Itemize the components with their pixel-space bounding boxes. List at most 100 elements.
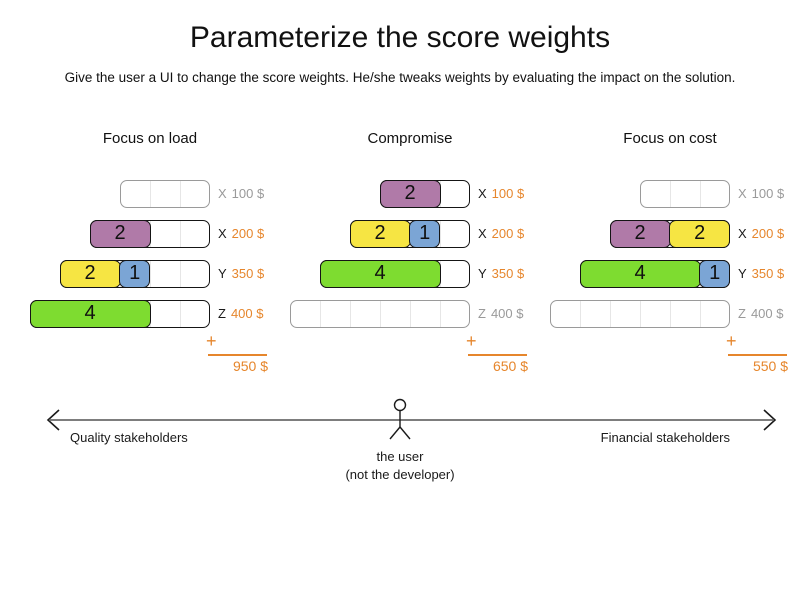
weight-track [290, 300, 470, 328]
constraint-letter: Y [478, 266, 487, 281]
constraint-price: 100 $ [491, 186, 525, 201]
weight-block: 4 [579, 259, 701, 288]
total-cost: 950 $ [232, 358, 268, 374]
weight-row: 4 Z 400 $ [29, 299, 300, 328]
weight-block: 2 [379, 179, 441, 208]
plus-sign: + [206, 331, 217, 351]
block-value: 1 [129, 262, 141, 285]
total-cost: 550 $ [752, 358, 788, 374]
right-arrowhead-icon [763, 409, 777, 431]
weight-block: 1 [699, 259, 731, 288]
weight-track: 2 1 [59, 259, 210, 288]
block-value: 4 [374, 262, 386, 285]
weight-block: 1 [409, 219, 441, 248]
block-value: 4 [84, 302, 96, 325]
row-label: Y 350 $ [478, 266, 524, 281]
constraint-letter: Y [218, 266, 227, 281]
weight-track [640, 180, 730, 208]
user-actor-subcaption: (not the developer) [345, 467, 455, 482]
sum-line [468, 354, 527, 356]
weight-track: 2 [89, 219, 210, 248]
row-label: X 200 $ [478, 226, 524, 241]
weight-row: 4 Y 350 $ [290, 259, 560, 288]
weight-track [120, 180, 210, 208]
constraint-price: 400 $ [490, 306, 524, 321]
panel-title: Focus on load [102, 130, 198, 147]
financial-stakeholders-label: Financial stakeholders [600, 430, 730, 445]
weight-row: Z 400 $ [550, 300, 800, 328]
constraint-letter: X [218, 226, 227, 241]
row-label: X 100 $ [218, 186, 264, 201]
weight-row: 2 X 100 $ [290, 179, 560, 208]
weight-row: 2 2 X 200 $ [550, 219, 800, 248]
weight-block: 2 [669, 219, 731, 248]
row-label: Y 350 $ [218, 266, 264, 281]
weight-track [550, 300, 730, 328]
sum-line [208, 354, 267, 356]
weight-track: 4 [319, 259, 470, 288]
block-value: 2 [114, 222, 126, 245]
row-label: X 200 $ [218, 226, 264, 241]
weight-block: 1 [119, 259, 151, 288]
stakeholder-axis [46, 398, 777, 440]
plus-sign: + [466, 331, 477, 351]
weight-row: 2 X 200 $ [30, 219, 300, 248]
panel-title: Focus on cost [623, 130, 717, 147]
plus-sign: + [726, 331, 737, 351]
row-label: X 200 $ [738, 226, 784, 241]
block-value: 2 [404, 182, 416, 205]
constraint-price: 350 $ [491, 266, 525, 281]
constraint-letter: X [478, 186, 487, 201]
block-value: 2 [694, 222, 706, 245]
constraint-price: 350 $ [231, 266, 265, 281]
block-value: 2 [634, 222, 646, 245]
block-value: 1 [709, 262, 721, 285]
weight-row: X 100 $ [30, 180, 300, 208]
row-label: Z 400 $ [738, 306, 784, 321]
block-value: 1 [419, 222, 431, 245]
constraint-letter: X [218, 186, 227, 201]
total-cost: 650 $ [492, 358, 528, 374]
panel-title: Compromise [367, 130, 453, 147]
page-title: Parameterize the score weights [189, 21, 611, 54]
constraint-price: 200 $ [751, 226, 785, 241]
weight-row: 2 1 X 200 $ [290, 219, 560, 248]
weight-track: 4 [29, 299, 210, 328]
weight-block: 2 [89, 219, 151, 248]
weight-block: 4 [319, 259, 441, 288]
constraint-letter: X [738, 226, 747, 241]
weight-block: 2 [349, 219, 411, 248]
constraint-price: 400 $ [230, 306, 264, 321]
weight-track: 2 2 [609, 219, 731, 248]
weight-track: 2 1 [349, 219, 470, 248]
constraint-letter: Y [738, 266, 747, 281]
page-subtitle: Give the user a UI to change the score w… [64, 70, 736, 85]
weight-row: 2 1 Y 350 $ [30, 259, 300, 288]
user-actor-caption: the user [376, 449, 424, 464]
left-arrowhead-icon [46, 409, 60, 431]
constraint-letter: X [478, 226, 487, 241]
constraint-price: 200 $ [231, 226, 265, 241]
constraint-price: 100 $ [231, 186, 265, 201]
constraint-letter: Z [218, 306, 226, 321]
row-label: Y 350 $ [738, 266, 784, 281]
constraint-letter: Z [478, 306, 486, 321]
block-value: 2 [84, 262, 96, 285]
constraint-price: 200 $ [491, 226, 525, 241]
user-actor-icon [389, 398, 411, 440]
constraint-price: 100 $ [751, 186, 785, 201]
weight-row: 4 1 Y 350 $ [550, 259, 800, 288]
sum-line [728, 354, 787, 356]
row-label: X 100 $ [478, 186, 524, 201]
row-label: Z 400 $ [478, 306, 524, 321]
constraint-price: 400 $ [750, 306, 784, 321]
weight-row: Z 400 $ [290, 300, 560, 328]
weight-track: 2 [379, 179, 470, 208]
constraint-price: 350 $ [751, 266, 785, 281]
constraint-letter: Z [738, 306, 746, 321]
